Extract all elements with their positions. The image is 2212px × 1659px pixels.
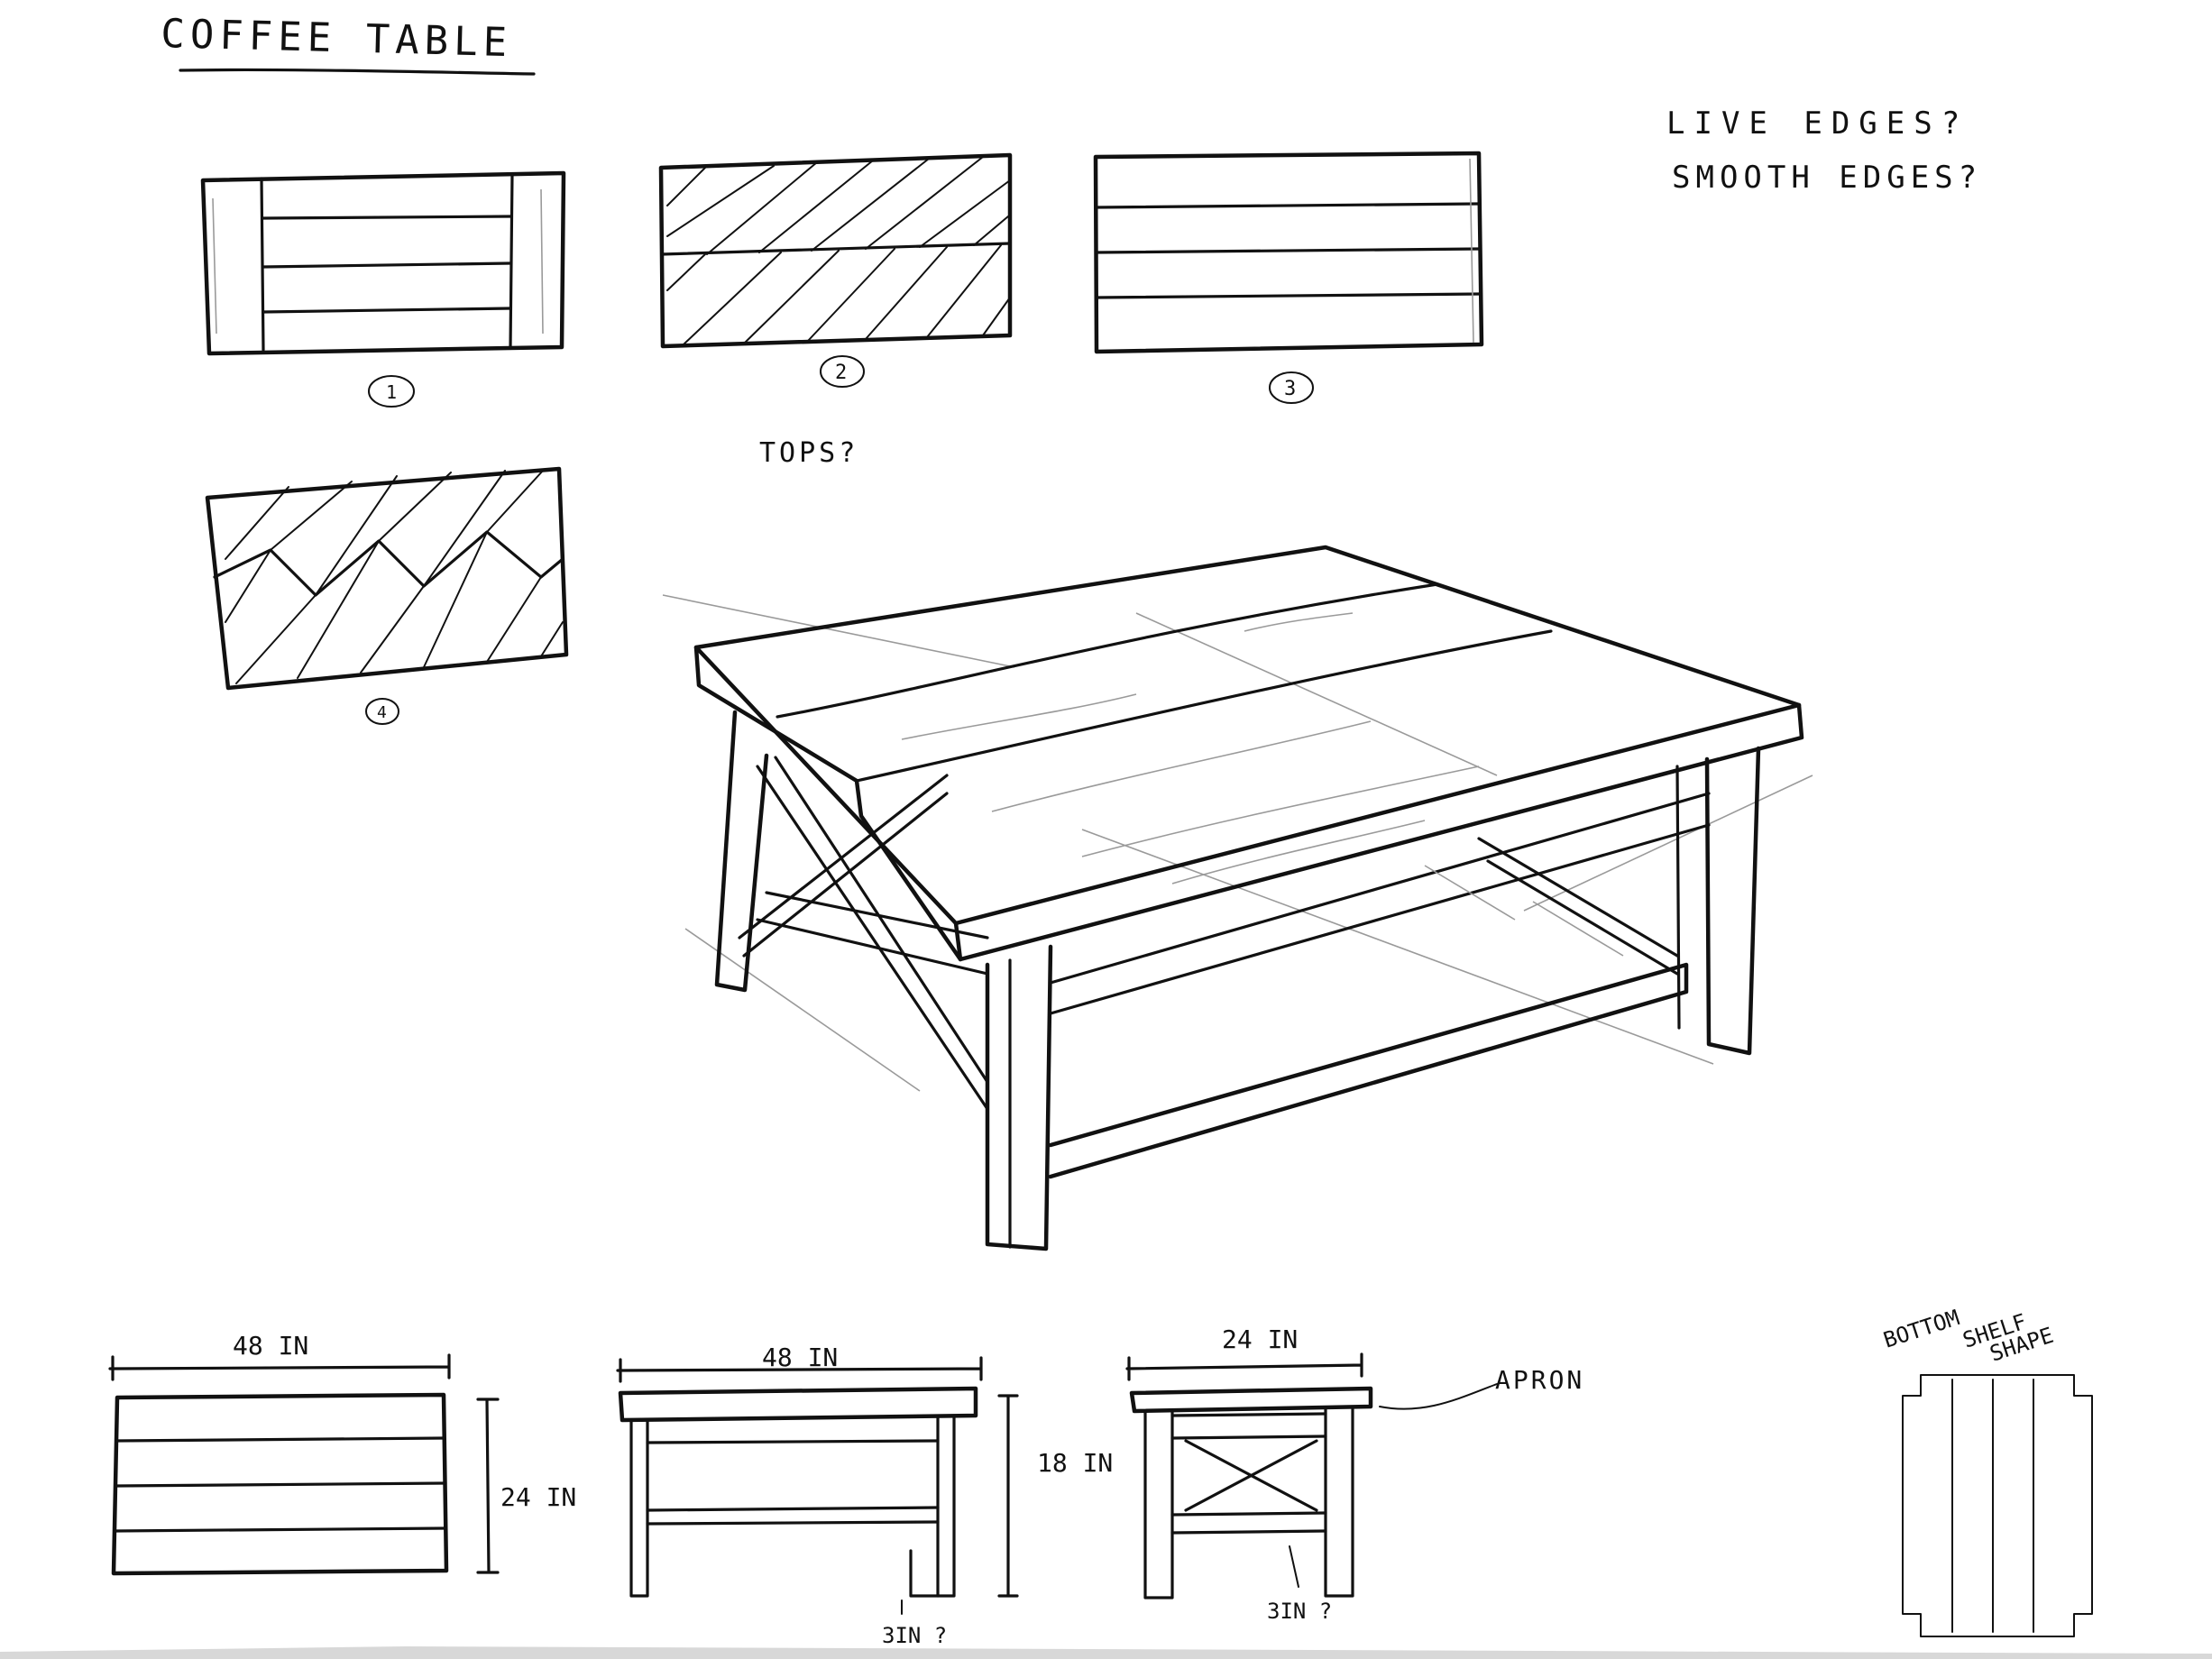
top-option-3: 3 bbox=[1093, 151, 1484, 404]
dim-height: 18 IN bbox=[1037, 1448, 1113, 1478]
top-option-4-number: 4 bbox=[377, 703, 387, 722]
dim-front-length: 48 IN bbox=[762, 1343, 838, 1372]
top-option-4: 4 bbox=[205, 466, 569, 725]
top-option-2-number: 2 bbox=[835, 362, 847, 384]
dim-leg-side: 3IN ? bbox=[1267, 1599, 1332, 1624]
title-underline bbox=[179, 68, 536, 76]
dim-side-width: 24 IN bbox=[1222, 1324, 1298, 1354]
paper-edge bbox=[0, 1646, 2212, 1659]
apron-label: APRON bbox=[1495, 1365, 1584, 1395]
dim-leg-front: 3IN ? bbox=[882, 1623, 947, 1648]
bottom-shelf-shape: BOTTOM SHELF SHAPE bbox=[1880, 1305, 2093, 1637]
table-perspective-sketch bbox=[662, 545, 1813, 1251]
bottom-shelf-label-1: BOTTOM bbox=[1880, 1305, 1962, 1352]
edge-note-smooth: SMOOTH EDGES? bbox=[1672, 160, 1982, 196]
top-option-2: 2 bbox=[658, 152, 1013, 388]
top-option-1: 1 bbox=[200, 170, 566, 408]
tops-label: TOPS? bbox=[759, 437, 858, 469]
top-option-3-number: 3 bbox=[1284, 378, 1296, 400]
sheet-title: COFFEE TABLE bbox=[161, 11, 513, 66]
dimension-view-side: 24 IN 3IN ? APRON bbox=[1125, 1324, 1584, 1624]
top-option-1-number: 1 bbox=[386, 381, 397, 403]
dimension-view-front: 48 IN 18 IN 3IN ? bbox=[616, 1343, 1113, 1648]
dim-top-length: 48 IN bbox=[233, 1331, 308, 1361]
dim-top-width: 24 IN bbox=[500, 1482, 576, 1512]
edge-notes: LIVE EDGES? SMOOTH EDGES? bbox=[1666, 105, 1982, 196]
title-block: COFFEE TABLE bbox=[161, 11, 536, 76]
dimension-view-top: 48 IN 24 IN bbox=[108, 1331, 576, 1576]
edge-note-live: LIVE EDGES? bbox=[1666, 105, 1969, 142]
